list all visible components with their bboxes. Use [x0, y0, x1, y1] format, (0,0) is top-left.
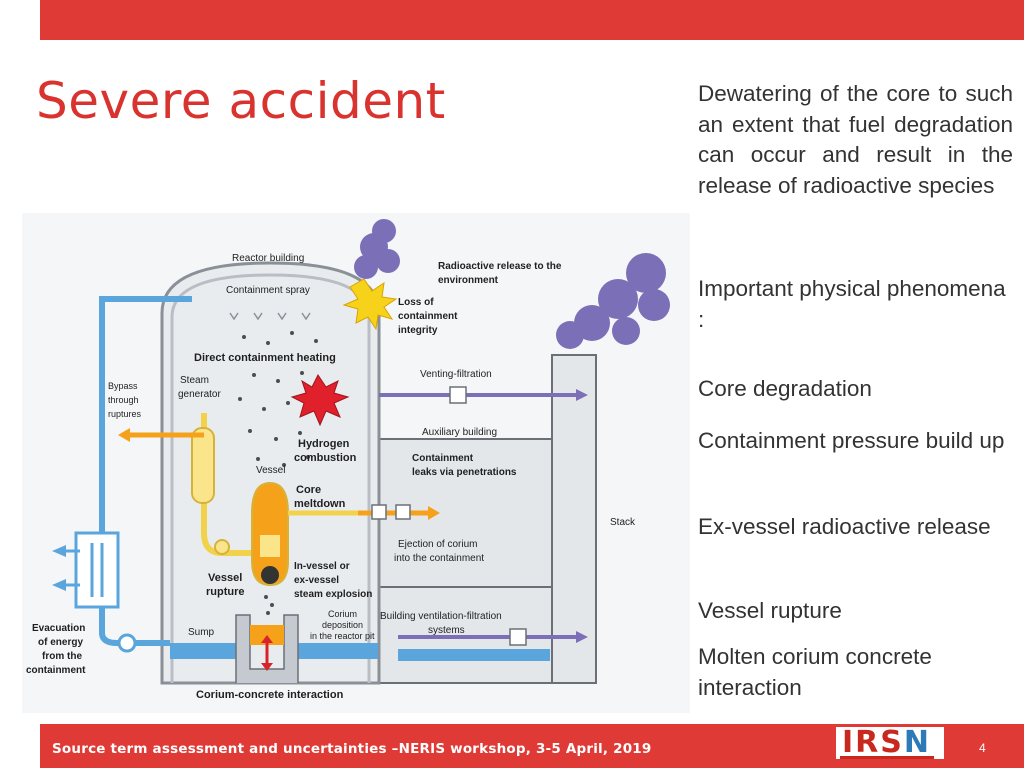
label-stack: Stack — [610, 517, 636, 528]
steam-generator — [191, 427, 215, 504]
label-corium-deposition: Corium — [328, 609, 357, 619]
phenomenon-item: Containment pressure build up — [698, 428, 1005, 453]
label-ejection: Ejection of corium — [398, 539, 477, 550]
sump-water — [292, 643, 378, 659]
release-cloud-left — [354, 219, 400, 279]
sump-water — [170, 643, 240, 659]
label-evacuation: from the — [42, 651, 82, 662]
phenomenon-item: Molten corium concrete interaction — [698, 644, 932, 700]
valve — [371, 504, 387, 520]
label-venting: Venting-filtration — [420, 369, 492, 380]
label-steam-generator: Steam — [180, 375, 209, 386]
label-steam-explosion: In-vessel or — [294, 561, 350, 572]
hydrogen-explosion — [290, 374, 350, 427]
rcp-pump — [214, 539, 230, 555]
label-hydrogen: combustion — [294, 452, 357, 464]
label-corium-deposition: in the reactor pit — [310, 631, 375, 641]
footer-text: Source term assessment and uncertainties… — [52, 741, 652, 757]
label-steam-explosion: ex-vessel — [294, 575, 339, 586]
spray-nozzles — [229, 312, 311, 321]
label-leaks: leaks via penetrations — [412, 467, 517, 478]
venting-arrow — [576, 389, 588, 401]
label-core-meltdown: meltdown — [294, 498, 346, 510]
label-steam-explosion: steam explosion — [294, 589, 372, 600]
label-loss-of-integrity: Loss of — [398, 297, 434, 308]
label-evacuation: of energy — [38, 637, 83, 648]
label-vessel-rupture: rupture — [206, 586, 245, 598]
label-bypass: through — [108, 395, 139, 405]
label-building-ventilation: Building ventilation-filtration — [380, 611, 502, 622]
label-bypass: ruptures — [108, 409, 142, 419]
label-hydrogen: Hydrogen — [298, 438, 350, 450]
label-auxiliary: Auxiliary building — [422, 427, 497, 438]
containment-failure-burst — [342, 278, 398, 331]
label-reactor-building: Reactor building — [232, 253, 304, 264]
valve — [395, 504, 411, 520]
label-ejection: into the containment — [394, 553, 484, 564]
page-number: 4 — [979, 741, 986, 755]
label-steam-generator: generator — [178, 389, 221, 400]
label-evacuation: Evacuation — [32, 623, 85, 634]
aerosol-particles — [238, 331, 318, 615]
phenomena-heading: Important physical phenomena : — [698, 276, 1006, 332]
label-radioactive-release: Radioactive release to the — [438, 261, 562, 272]
label-containment-spray: Containment spray — [226, 285, 310, 296]
evacuation-arrow — [52, 579, 66, 591]
label-direct-heating: Direct containment heating — [194, 352, 336, 364]
top-accent-bar — [40, 0, 1024, 40]
phenomenon-item: Core degradation — [698, 376, 872, 401]
release-cloud-right — [556, 253, 670, 349]
slide-title: Severe accident — [36, 72, 446, 130]
heat-exchanger — [74, 531, 120, 609]
filter — [509, 628, 527, 646]
label-leaks: Containment — [412, 453, 474, 464]
label-loss-of-integrity: containment — [398, 311, 458, 322]
arrow-head — [261, 635, 273, 643]
irsn-logo — [836, 727, 944, 759]
stack — [551, 354, 597, 684]
evacuation-arrow — [52, 545, 66, 557]
phenomenon-item: Vessel rupture — [698, 598, 842, 623]
label-evacuation: containment — [26, 665, 86, 676]
irsn-logo-underline — [840, 756, 934, 759]
label-corium-deposition: deposition — [322, 620, 363, 630]
ventilation-arrow — [576, 631, 588, 643]
aux-water — [398, 649, 550, 661]
label-bypass: Bypass — [108, 381, 138, 391]
bypass-arrow — [118, 428, 130, 442]
reactor-vessel — [251, 481, 289, 587]
filter — [449, 386, 467, 404]
ejection-arrow — [428, 506, 440, 520]
debris — [261, 566, 279, 584]
pump — [117, 633, 137, 653]
core — [260, 535, 280, 557]
label-loss-of-integrity: integrity — [398, 325, 438, 336]
arrow-head — [261, 663, 273, 671]
label-vessel-rupture: Vessel — [208, 572, 242, 584]
label-sump: Sump — [188, 627, 215, 638]
heat-exchanger-tubes — [90, 543, 104, 597]
irsn-logo-text: IRSN — [842, 725, 931, 760]
label-corium-concrete: Corium-concrete interaction — [196, 689, 344, 701]
severe-accident-diagram: Reactor building Containment spray Radio… — [22, 213, 690, 713]
label-vessel: Vessel — [256, 465, 285, 476]
label-core-meltdown: Core — [296, 484, 321, 496]
slide-description: Dewatering of the core to such an extent… — [698, 81, 1013, 198]
label-building-ventilation: systems — [428, 625, 465, 636]
label-radioactive-release: environment — [438, 275, 499, 286]
phenomenon-item: Ex-vessel radioactive release — [698, 514, 991, 539]
